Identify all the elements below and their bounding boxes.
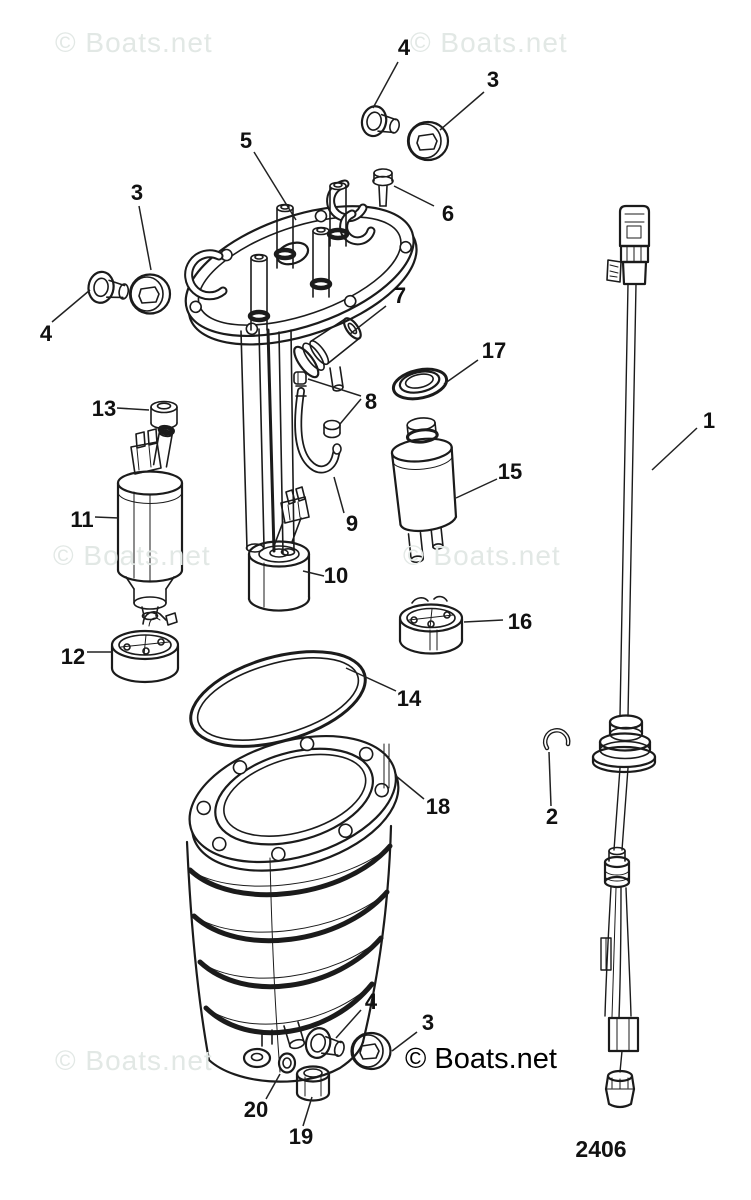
fuel-supply-tubes [240, 328, 296, 556]
callout-12: 12 [61, 644, 85, 669]
callout-18: 18 [426, 794, 450, 819]
callout-19: 19 [289, 1124, 313, 1149]
part-9-hose [294, 385, 342, 474]
part-12-strainer-cap [110, 611, 180, 684]
callout-10: 10 [324, 563, 348, 588]
part-4-grommet-bottom [304, 1027, 345, 1059]
part-3-plug-left [128, 273, 172, 315]
part-13-bushing [150, 400, 178, 430]
callout-11: 11 [70, 507, 93, 532]
leader-lines [51, 61, 698, 1127]
callout-5: 5 [240, 128, 252, 153]
watermark-middle-right: © Boats.net [403, 540, 561, 571]
watermark-bottom-left: © Boats.net [55, 1045, 213, 1076]
callout-3-left: 3 [131, 180, 143, 205]
callout-4-top: 4 [398, 35, 411, 60]
callout-labels: 4 3 5 6 3 4 7 17 8 13 1 15 11 9 10 16 12… [40, 35, 715, 1149]
figure-number: 2406 [575, 1136, 626, 1162]
watermark-middle-left: © Boats.net [53, 540, 211, 571]
part-20-o-ring [277, 1052, 297, 1074]
part-3-plug-bottom [350, 1031, 392, 1071]
callout-4-left: 4 [40, 321, 53, 346]
callout-9: 9 [346, 511, 358, 536]
part-3-plug-top [406, 120, 450, 162]
callout-8: 8 [365, 389, 377, 414]
part-4-grommet-top [360, 105, 400, 138]
part-6-screw [372, 168, 394, 207]
watermarks: © Boats.net © Boats.net © Boats.net © Bo… [53, 27, 568, 1076]
part-5-mounting-plate [184, 179, 418, 346]
part-2-retaining-clip [542, 728, 571, 751]
part-1-wiring-harness [591, 204, 657, 1109]
part-8-clip-lower [323, 419, 341, 439]
callout-16: 16 [508, 609, 532, 634]
callout-14: 14 [397, 686, 422, 711]
part-19-hex-plug [295, 1065, 331, 1102]
part-11-fuel-pump [116, 424, 184, 621]
watermark-top-right: © Boats.net [410, 27, 568, 58]
callout-1: 1 [703, 408, 715, 433]
callout-6: 6 [442, 201, 454, 226]
part-16-strainer-cap [398, 595, 464, 655]
part-8-clip-upper [293, 371, 307, 385]
callout-7: 7 [394, 283, 406, 308]
part-10-filter-cup [247, 486, 311, 612]
part-15-fuel-pump [390, 417, 458, 564]
part-4-grommet-left [87, 270, 130, 304]
callout-13: 13 [92, 396, 116, 421]
part-17-seal-ring [391, 367, 449, 401]
part-18-reservoir [185, 734, 400, 1083]
callout-15: 15 [498, 459, 522, 484]
callout-2: 2 [546, 804, 558, 829]
part-7-fuel-pressure-regulator [293, 317, 362, 392]
callout-17: 17 [482, 338, 506, 363]
callout-20: 20 [244, 1097, 268, 1122]
callout-3-top-right: 3 [487, 67, 499, 92]
watermark-top-left: © Boats.net [55, 27, 213, 58]
watermark-bottom-center: © Boats.net [405, 1043, 557, 1075]
callout-4-bottom: 4 [365, 989, 378, 1014]
callout-3-bottom: 3 [422, 1010, 434, 1035]
